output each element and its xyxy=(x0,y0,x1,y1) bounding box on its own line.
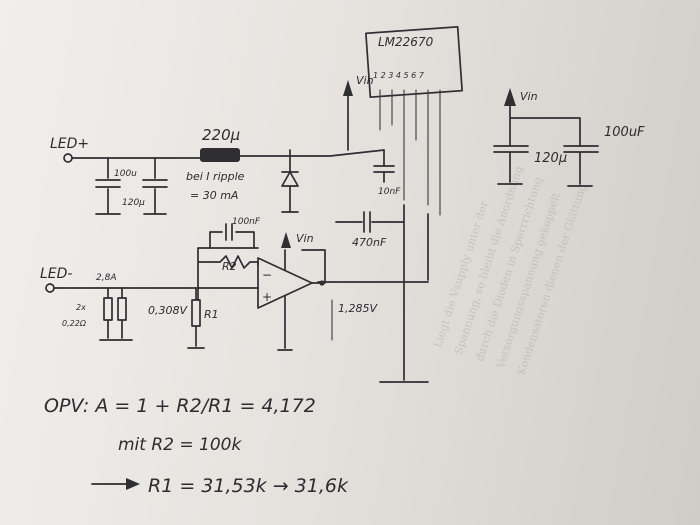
vin-source-opamp: Vin xyxy=(281,232,314,248)
shunt-count-label: 2x xyxy=(76,303,86,312)
bulk-capacitors: Vin 120µ 100uF xyxy=(493,88,645,187)
sense-voltage-label: 0,308V xyxy=(148,304,188,317)
feedback-voltage-label: 1,285V xyxy=(338,302,378,315)
vin-label-right: Vin xyxy=(520,90,538,103)
r1-label: R1 xyxy=(204,308,219,321)
input-capacitors: 100u 120µ xyxy=(95,157,168,215)
formula-line-3: R1 = 31,53k → 31,6k xyxy=(148,475,349,497)
regulator-ic: LM22670 1 2 3 4 5 6 7 xyxy=(365,26,463,216)
inductor-label: 220µ xyxy=(202,126,240,144)
led-plus-label: LED+ xyxy=(50,136,89,152)
shunt-value-label: 0,22Ω xyxy=(62,319,87,328)
regulator-pins-label: 1 2 3 4 5 6 7 xyxy=(373,71,425,80)
cap-10nf: 10nF xyxy=(373,149,401,197)
opamp: − + xyxy=(257,249,325,351)
input-cap-label: 100u xyxy=(114,169,137,179)
r2-label: R2 xyxy=(222,260,237,273)
vin-label-opamp: Vin xyxy=(296,232,314,245)
formula-line-2: mit R2 = 100k xyxy=(118,435,242,455)
formula-line-1: OPV: A = 1 + R2/R1 = 4,172 xyxy=(44,395,316,417)
current-label: 2,8A xyxy=(96,273,116,283)
ripple-label-1: bei I ripple xyxy=(186,170,245,183)
vin-source-left: Vin xyxy=(343,74,374,151)
bulk-cap-label-2: 100uF xyxy=(604,125,645,140)
led-plus-rail: LED+ 220µ bei I ripple = 30 mA xyxy=(50,126,385,202)
cap-470nf: 470nF xyxy=(317,204,429,383)
opamp-minus: − xyxy=(262,268,272,282)
bleed-through-text: Liegt die Vsupply unter der Spannung, so… xyxy=(431,164,589,376)
inductor-symbol xyxy=(200,148,240,162)
ripple-label-2: = 30 mA xyxy=(190,189,238,202)
bulk-cap-label: 120µ xyxy=(534,151,567,166)
freewheel-diode xyxy=(281,149,299,213)
cap-10nf-label: 10nF xyxy=(378,187,401,197)
cap-470nf-label: 470nF xyxy=(352,236,387,249)
cap-100nf-label: 100nF xyxy=(232,217,261,227)
formula-notes: OPV: A = 1 + R2/R1 = 4,172 mit R2 = 100k… xyxy=(44,395,349,497)
opamp-plus: + xyxy=(262,290,272,304)
regulator-label: LM22670 xyxy=(378,35,434,49)
input-cap-label-2: 120µ xyxy=(122,198,145,208)
vin-label-left: Vin xyxy=(356,74,374,87)
feedback-network: 100nF R2 xyxy=(197,217,326,301)
led-minus-rail: LED- 2,8A 2x 0,22Ω 0,308V R1 1,285V xyxy=(40,266,378,349)
led-minus-label: LED- xyxy=(40,266,72,282)
